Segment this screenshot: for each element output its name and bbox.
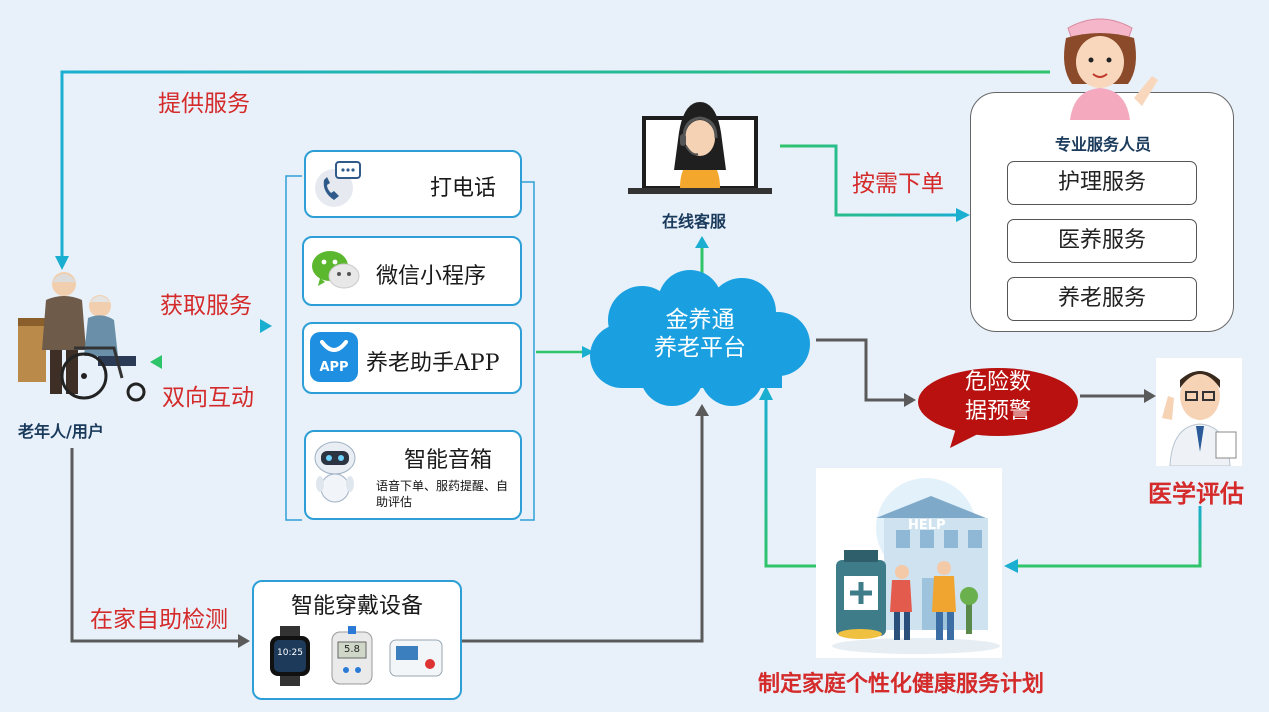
online-service-label: 在线客服 — [662, 212, 727, 231]
watch-time: 10:25 — [277, 648, 303, 658]
elderly-user-label: 老年人/用户 — [18, 422, 104, 441]
elderly-couple-illustration — [14, 264, 154, 404]
wechat-icon — [310, 246, 362, 300]
speaker-channel-label: 智能音箱 — [404, 448, 493, 473]
two-way-label: 双向互动 — [162, 385, 254, 411]
robot-speaker-icon — [310, 438, 360, 512]
professionals-title: 专业服务人员 — [1054, 135, 1151, 154]
speaker-channel-box[interactable]: 智能音箱 语音下单、服药提醒、自助评估 — [304, 430, 522, 520]
medical-care-service-item[interactable]: 医养服务 — [1007, 219, 1197, 263]
app-channel-box[interactable]: APP 养老助手APP — [302, 322, 522, 394]
help-sign: HELP — [908, 518, 946, 533]
app-icon-text: APP — [319, 360, 349, 375]
doctor-icon — [1156, 358, 1242, 467]
app-channel-label: 养老助手APP — [366, 351, 500, 376]
wearables-title: 智能穿戴设备 — [290, 594, 423, 619]
wearables-box[interactable]: 智能穿戴设备 10:25 5.8 — [252, 580, 462, 700]
meter-value: 5.8 — [344, 644, 360, 655]
platform-name-line2: 养老平台 — [654, 335, 746, 361]
blood-pressure-icon — [388, 634, 444, 680]
headset-agent-icon — [628, 100, 772, 196]
alert-bubble: 危险数 据预警 — [916, 364, 1080, 450]
smartwatch-icon: 10:25 — [264, 626, 316, 686]
medical-eval-label: 医学评估 — [1148, 479, 1244, 508]
nurse-icon — [1050, 8, 1160, 120]
home-detect-arrow — [70, 448, 240, 643]
elderly-care-service-item[interactable]: 养老服务 — [1007, 277, 1197, 321]
app-icon: APP — [310, 332, 358, 382]
nursing-service-item[interactable]: 护理服务 — [1007, 161, 1197, 205]
health-plan-label: 制定家庭个性化健康服务计划 — [758, 671, 1045, 697]
wechat-channel-box[interactable]: 微信小程序 — [302, 236, 522, 306]
on-demand-arrow — [780, 144, 958, 217]
phone-chat-icon — [312, 158, 362, 214]
alert-line2: 据预警 — [964, 399, 1031, 424]
phone-channel-label: 打电话 — [430, 176, 497, 201]
platform-name-line1: 金养通 — [665, 307, 735, 333]
provide-service-label: 提供服务 — [158, 91, 250, 117]
alert-line1: 危险数 — [964, 370, 1031, 395]
professionals-panel: 专业服务人员 护理服务 医养服务 养老服务 — [970, 92, 1234, 332]
hospital-illustration: HELP — [816, 468, 1002, 658]
get-service-label: 获取服务 — [160, 293, 252, 319]
home-detect-label: 在家自助检测 — [90, 607, 228, 633]
wechat-channel-label: 微信小程序 — [376, 264, 487, 289]
on-demand-label: 按需下单 — [852, 171, 944, 197]
provide-service-arrow — [60, 70, 1050, 260]
platform-cloud[interactable]: 金养通 养老平台 — [582, 268, 818, 410]
phone-channel-box[interactable]: 打电话 — [304, 150, 522, 218]
speaker-note: 语音下单、服药提醒、自助评估 — [376, 479, 509, 509]
glucose-meter-icon: 5.8 — [324, 626, 382, 688]
